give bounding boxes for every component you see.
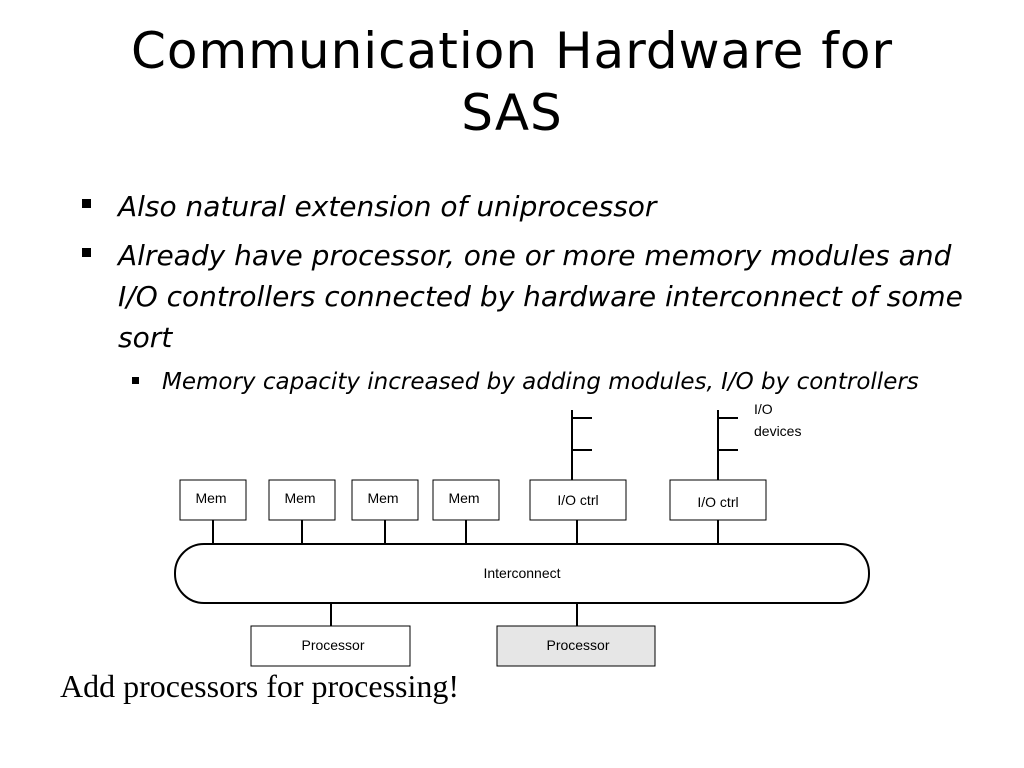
mem-label: Mem — [195, 490, 226, 506]
bullet-item: Also natural extension of uniprocessor — [70, 186, 970, 227]
sub-bullet-text: Memory capacity increased by adding modu… — [162, 369, 919, 395]
io-ctrl-label: I/O ctrl — [697, 494, 738, 510]
processor: Processor — [250, 625, 411, 667]
slide-title: Communication Hardware for SAS — [0, 20, 1024, 144]
sub-bullet-item: Memory capacity increased by adding modu… — [70, 366, 970, 398]
bullet-item: Already have processor, one or more memo… — [70, 235, 970, 358]
interconnect-bus: Interconnect — [174, 543, 870, 604]
sub-bullet-marker-icon — [132, 377, 139, 384]
mem-label: Mem — [367, 490, 398, 506]
mem-label: Mem — [284, 490, 315, 506]
io-device-lines — [571, 410, 738, 480]
io-devices-label-line2: devices — [754, 423, 801, 439]
mem-module: Mem — [179, 479, 247, 521]
processor-label: Processor — [546, 637, 609, 653]
mem-module: Mem — [351, 479, 419, 521]
processor-label: Processor — [301, 637, 364, 653]
io-devices-label-line1: I/O — [754, 401, 773, 417]
bullet-marker-icon — [82, 199, 91, 208]
mem-module: Mem — [268, 479, 336, 521]
bullet-list: Also natural extension of uniprocessor A… — [70, 186, 970, 398]
bullet-text: Also natural extension of uniprocessor — [118, 190, 657, 223]
io-controller: I/O ctrl — [669, 479, 767, 521]
bullet-text: Already have processor, one or more memo… — [118, 239, 963, 354]
bullet-marker-icon — [82, 248, 91, 257]
processor-shaded: Processor — [496, 625, 656, 667]
slide-title-line1: Communication Hardware for — [130, 22, 894, 80]
mem-label: Mem — [448, 490, 479, 506]
slide-title-line2: SAS — [461, 84, 563, 142]
mem-module: Mem — [432, 479, 500, 521]
bus-connectors — [212, 520, 719, 626]
io-controller: I/O ctrl — [529, 479, 627, 521]
io-ctrl-label: I/O ctrl — [557, 492, 598, 508]
interconnect-label: Interconnect — [483, 565, 560, 581]
footer-note: Add processors for processing! — [60, 668, 460, 704]
